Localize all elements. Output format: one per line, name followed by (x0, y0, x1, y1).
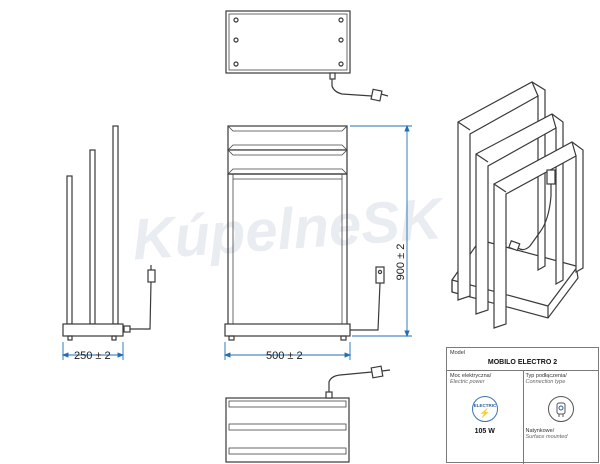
plug-socket-icon (547, 396, 574, 422)
height-dimension: 900 ± 2 (395, 244, 407, 281)
connection-cell: Typ podłączenia/ Connection type Natynko… (523, 370, 599, 464)
bottom-view (225, 365, 391, 463)
width-dimension: 500 ± 2 (266, 350, 303, 362)
lightning-bolt-icon: ⚡ (479, 408, 491, 418)
side-view (61, 125, 156, 360)
title-block: Model MOBILO ELECTRO 2 Moc elektryczna/ … (446, 347, 599, 464)
power-value: 105 W (474, 428, 495, 435)
model-name: MOBILO ELECTRO 2 (487, 359, 558, 366)
mount-label-en: Surface mounted (525, 434, 568, 440)
top-view (225, 10, 389, 102)
connection-label-en: Connection type (525, 379, 566, 385)
front-view (223, 124, 412, 360)
connection-label-pl: Typ podłączenia/ (525, 373, 567, 379)
model-row: Model MOBILO ELECTRO 2 (447, 348, 598, 371)
power-label-en: Electric power (450, 379, 485, 385)
electric-icon: ELECTRIC ⚡ (472, 396, 498, 422)
power-label-pl: Moc elektryczna/ (450, 373, 492, 379)
power-cell: Moc elektryczna/ Electric power ELECTRIC… (447, 370, 524, 464)
depth-dimension: 250 ± 2 (74, 350, 111, 362)
model-label: Model (450, 350, 465, 356)
isometric-view (451, 81, 584, 329)
mount-label-pl: Natynkowe/ (525, 428, 555, 434)
electric-badge-text: ELECTRIC (473, 403, 497, 408)
